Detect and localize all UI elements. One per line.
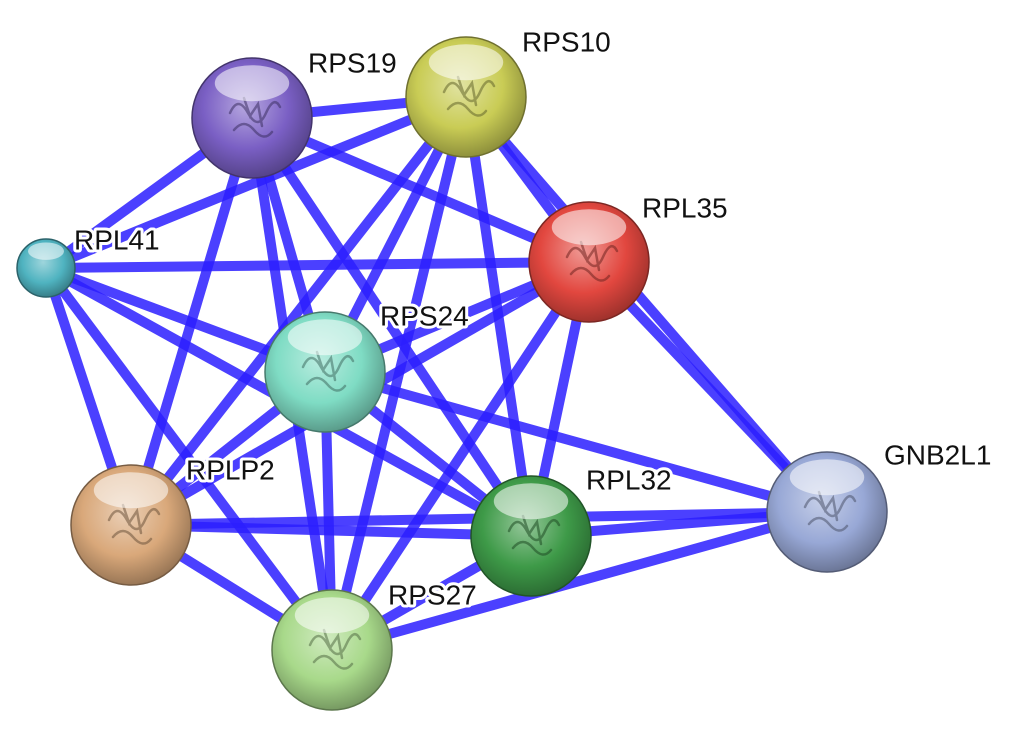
node-label-rpl35: RPL35 (642, 192, 728, 223)
nodes-layer (16, 36, 888, 711)
node-highlight (214, 65, 290, 102)
node-rpl32[interactable] (470, 475, 592, 597)
node-highlight (428, 44, 504, 81)
node-label-gnb2l1: GNB2L1 (884, 439, 991, 470)
protein-structure-icon (507, 514, 561, 556)
edge-rps24-gnb2l1 (323, 367, 829, 517)
protein-structure-icon (442, 75, 496, 117)
node-rpl41[interactable] (16, 238, 76, 298)
edge-rpl35-rps27 (327, 259, 594, 653)
node-highlight (28, 242, 64, 260)
node-rplp2[interactable] (70, 464, 192, 586)
edge-rps27-gnb2l1 (330, 507, 829, 655)
node-label-rplp2: RPLP2 (186, 454, 275, 485)
node-label-rpl32: RPL32 (586, 464, 672, 495)
node-label-rps19: RPS19 (308, 47, 397, 78)
protein-structure-icon (308, 628, 362, 670)
edge-rps19-rpl32 (247, 115, 536, 539)
protein-structure-icon (228, 96, 282, 138)
node-highlight (789, 459, 865, 496)
node-highlight (93, 472, 169, 509)
node-label-rps27: RPS27 (388, 579, 477, 610)
node-rps27[interactable] (271, 589, 393, 711)
protein-structure-icon (803, 490, 857, 532)
node-rps10[interactable] (405, 36, 527, 158)
node-rps19[interactable] (191, 57, 313, 179)
node-highlight (493, 483, 569, 520)
node-rpl35[interactable] (528, 201, 650, 323)
protein-structure-icon (301, 350, 355, 392)
edge-rpl41-rps27 (41, 265, 337, 653)
node-highlight (294, 597, 370, 634)
node-label-rps10: RPS10 (522, 26, 611, 57)
node-gnb2l1[interactable] (766, 451, 888, 573)
edge-rps10-rpl41 (44, 92, 468, 273)
node-label-rps24: RPS24 (380, 300, 469, 331)
edge-rpl41-rpl35 (45, 257, 590, 273)
node-highlight (287, 319, 363, 356)
node-rps24[interactable] (264, 311, 386, 433)
protein-structure-icon (565, 240, 619, 282)
node-label-rpl41: RPL41 (74, 224, 160, 255)
node-highlight (551, 209, 627, 246)
protein-structure-icon (107, 503, 161, 545)
